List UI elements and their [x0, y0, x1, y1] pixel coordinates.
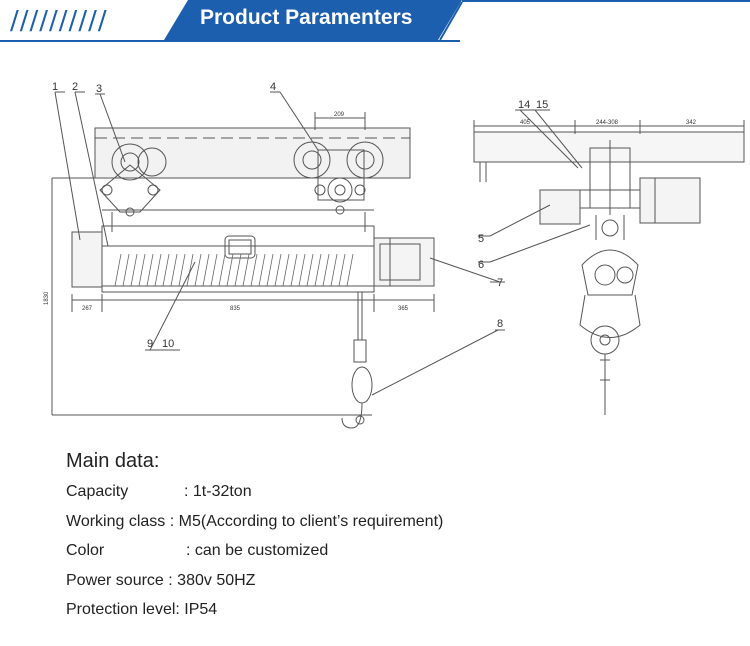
banner-slashes: //////////: [10, 6, 108, 36]
dim-side-b: 244-308: [596, 120, 619, 126]
dim-side-c: 342: [686, 120, 697, 126]
spec-row-protection-level: Protection level: IP54: [66, 601, 217, 619]
callout-3: 3: [96, 83, 102, 95]
callout-9: 9: [147, 338, 153, 350]
callout-6: 6: [478, 259, 484, 271]
spec-value: : 380v 50HZ: [168, 572, 256, 589]
spec-label: Capacity: [66, 483, 129, 500]
banner-shape: [0, 0, 750, 42]
spec-label: Power source: [66, 572, 164, 589]
dim-left-end: 267: [82, 306, 93, 312]
spec-row-color: Color : can be customized: [66, 542, 328, 560]
spec-label: Color: [66, 542, 105, 559]
spec-label: Working class: [66, 513, 166, 530]
callout-14: 14: [518, 99, 530, 111]
callout-10: 10: [162, 338, 174, 350]
callout-5: 5: [478, 233, 484, 245]
main-data-title: Main data:: [66, 450, 160, 472]
spec-value: : M5(According to client’s requirement): [169, 513, 444, 530]
callout-8: 8: [497, 318, 503, 330]
callout-7: 7: [497, 277, 503, 289]
callout-2: 2: [72, 81, 78, 93]
callout-1: 1: [52, 81, 58, 93]
dim-wheel-base: 209: [334, 112, 345, 118]
spec-value: : 1t-32ton: [184, 483, 252, 500]
banner-title: Product Paramenters: [200, 6, 413, 29]
callout-4: 4: [270, 81, 276, 93]
hoist-drawing: 1 2 3 4 5 6 7 8 9 10 14 15 267 835 365 1…: [0, 44, 750, 444]
spec-label: Protection level: [66, 601, 176, 618]
header-banner: ////////// Product Paramenters: [0, 0, 750, 44]
spec-row-working-class: Working class : M5(According to client’s…: [66, 513, 443, 531]
spec-row-power-source: Power source : 380v 50HZ: [66, 572, 255, 590]
dim-side-a: 405: [520, 120, 531, 126]
spec-value: : IP54: [175, 601, 218, 618]
dim-motor: 365: [398, 306, 409, 312]
callout-15: 15: [536, 99, 548, 111]
dim-height: 1830: [44, 291, 50, 305]
dim-drum: 835: [230, 306, 241, 312]
hoist-drawing-svg: 1 2 3 4 5 6 7 8 9 10 14 15 267 835 365 1…: [44, 81, 745, 429]
spec-row-capacity: Capacity : 1t-32ton: [66, 483, 252, 501]
spec-value: : can be customized: [186, 542, 329, 559]
